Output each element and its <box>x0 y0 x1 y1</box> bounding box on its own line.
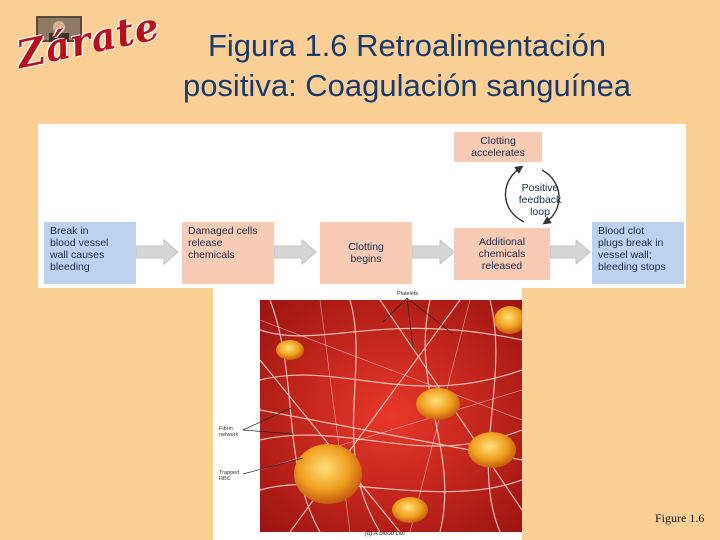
label-fibrin-network: Fibrin network <box>219 426 238 438</box>
logo-text: Zárate <box>13 3 164 77</box>
box-break-in-vessel: Break in blood vessel wall causes bleedi… <box>44 222 136 284</box>
arrow-3 <box>412 240 454 264</box>
title-line-2: positiva: Coagulación sanguínea <box>142 66 672 106</box>
label-platelets: Platelets <box>397 291 418 297</box>
box-clotting-accelerates: Clotting accelerates <box>454 132 542 162</box>
figure-reference: Figure 1.6 <box>655 511 704 526</box>
box-clotting-begins: Clotting begins <box>320 222 412 284</box>
arrow-4 <box>550 240 590 264</box>
micrograph-leader-lines <box>213 288 522 540</box>
box-blood-clot: Blood clot plugs break in vessel wall; b… <box>592 222 684 284</box>
box-additional-chemicals: Additional chemicals released <box>454 228 550 280</box>
arrow-1 <box>136 240 178 264</box>
box-damaged-cells: Damaged cells release chemicals <box>182 222 274 284</box>
feedback-diagram: Break in blood vessel wall causes bleedi… <box>38 124 686 288</box>
micrograph-caption: (b) A blood clot <box>365 531 405 537</box>
title-line-1: Figura 1.6 Retroalimentación <box>142 26 672 66</box>
blood-clot-micrograph-panel: Platelets Fibrin network Trapped RBC (b)… <box>213 288 522 540</box>
arrow-2 <box>274 240 316 264</box>
positive-feedback-loop-label: Positive feedback loop <box>514 182 566 218</box>
logo: Zárate <box>14 14 134 82</box>
label-trapped-rbc: Trapped RBC <box>219 470 239 482</box>
page-title: Figura 1.6 Retroalimentación positiva: C… <box>142 26 672 106</box>
